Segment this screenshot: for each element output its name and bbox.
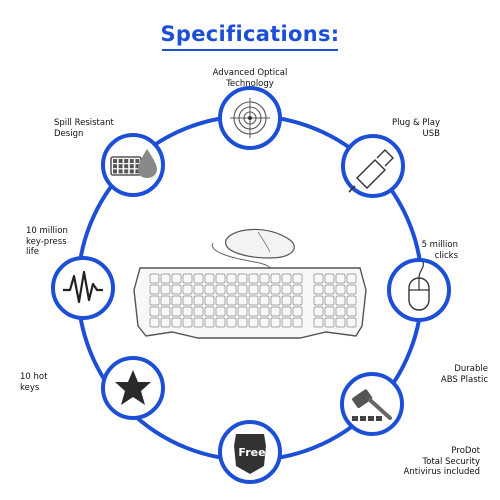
feature-node bbox=[101, 133, 165, 197]
spill-keyboard-icon bbox=[110, 149, 157, 178]
target-icon bbox=[230, 98, 270, 138]
title-underline bbox=[162, 49, 338, 51]
feature-label-line: Advanced Optical bbox=[212, 68, 288, 78]
free-badge-text: Free bbox=[238, 446, 265, 459]
usb-plug-icon bbox=[348, 149, 394, 193]
feature-node bbox=[387, 258, 451, 322]
feature-label-line: Antivirus included bbox=[403, 467, 481, 477]
keyboard-mouse-illustration bbox=[133, 228, 367, 339]
feature-label-line: keys bbox=[20, 382, 40, 393]
feature-node: Free bbox=[218, 420, 282, 484]
center-mouse-icon bbox=[211, 228, 295, 273]
feature-label-line: 10 million bbox=[26, 226, 68, 236]
feature-label-line: Plug & Play bbox=[391, 118, 440, 128]
free-badge-icon: Free bbox=[234, 434, 266, 474]
feature-node bbox=[218, 86, 282, 150]
mouse-icon bbox=[408, 261, 430, 311]
feature-label-line: 5 million bbox=[421, 240, 458, 250]
center-keyboard-icon bbox=[133, 267, 367, 339]
feature-label-line: Spill Resistant bbox=[54, 118, 114, 128]
waveform-icon bbox=[63, 270, 103, 304]
feature-label-line: ProDot bbox=[451, 446, 480, 456]
feature-label-line: clicks bbox=[434, 250, 458, 261]
feature-label-line: Durable bbox=[454, 364, 488, 374]
feature-node bbox=[51, 256, 115, 320]
feature-label-line: USB bbox=[422, 128, 440, 139]
feature-label-line: key-press bbox=[26, 236, 67, 247]
feature-label-line: ABS Plastic bbox=[440, 374, 488, 385]
feature-node bbox=[340, 372, 404, 436]
feature-node bbox=[101, 356, 165, 420]
page-title: Specifications: bbox=[160, 22, 340, 46]
feature-label-line: Total Security bbox=[422, 456, 480, 467]
feature-label-line: life bbox=[26, 247, 39, 257]
feature-label-line: Design bbox=[54, 128, 84, 139]
feature-label-line: 10 hot bbox=[20, 372, 48, 382]
star-icon bbox=[115, 370, 151, 405]
feature-node bbox=[341, 134, 405, 198]
feature-label-line: Technology bbox=[226, 78, 274, 89]
hammer-icon bbox=[352, 389, 392, 421]
